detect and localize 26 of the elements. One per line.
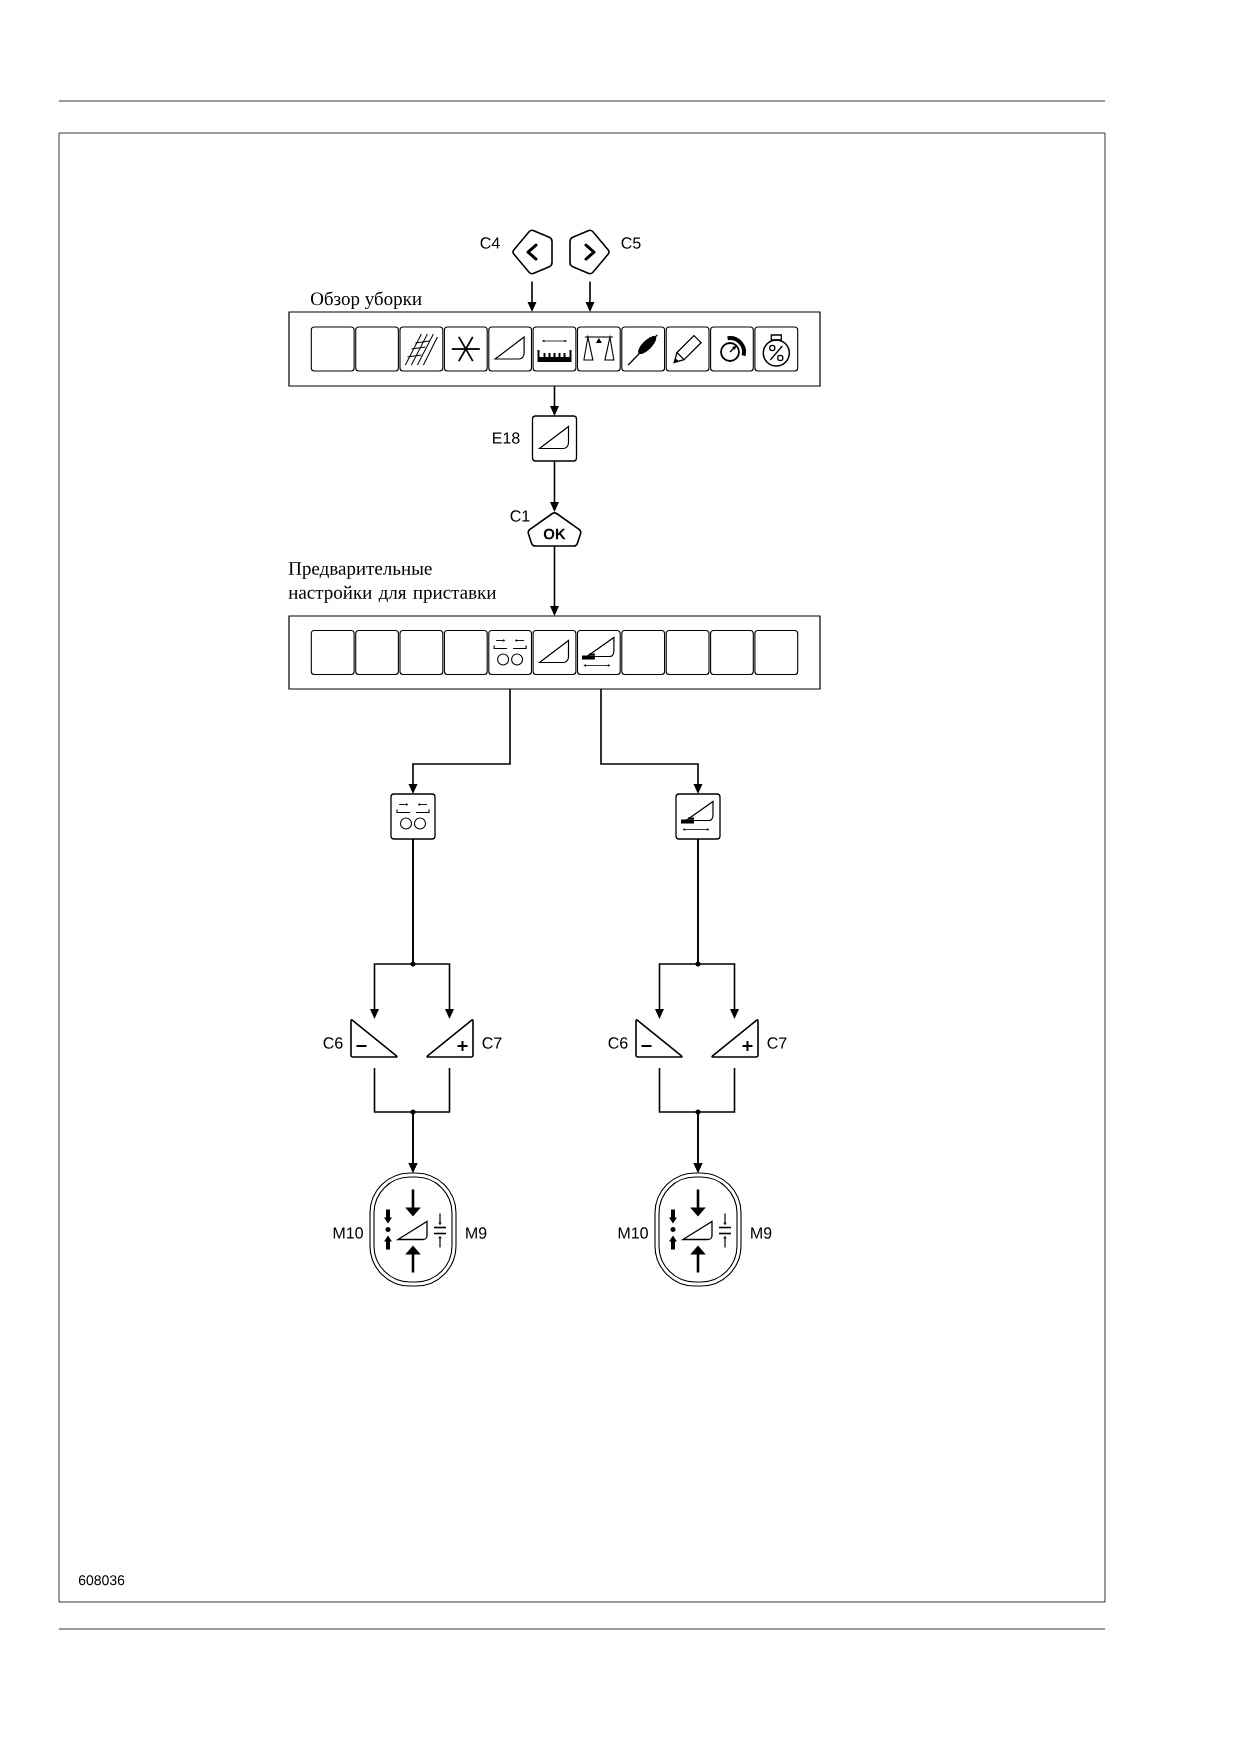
button-label: M9 bbox=[751, 1227, 772, 1239]
arrow bbox=[600, 688, 703, 794]
button-label: M10 bbox=[618, 1227, 648, 1239]
panel-title: Обзор уборки bbox=[311, 291, 422, 310]
button-label: C7 bbox=[482, 1037, 502, 1049]
arrow bbox=[408, 688, 511, 794]
arrow bbox=[550, 385, 559, 416]
button-label: C1 bbox=[510, 510, 530, 522]
arrow bbox=[697, 838, 739, 1019]
arrow bbox=[408, 1067, 451, 1173]
panel-title: Предварительные настройки для приставки bbox=[288, 562, 497, 603]
arrow bbox=[550, 460, 559, 512]
figure-number: 608036 bbox=[78, 1575, 125, 1586]
button-label: M9 bbox=[466, 1227, 487, 1239]
button-label: C4 bbox=[480, 237, 500, 249]
arrow bbox=[527, 280, 537, 312]
button-label: C5 bbox=[621, 237, 641, 249]
button-label: C7 bbox=[767, 1037, 787, 1049]
arrow bbox=[693, 1067, 736, 1173]
arrow bbox=[585, 280, 595, 312]
button-label: C6 bbox=[608, 1037, 628, 1049]
arrow bbox=[412, 838, 454, 1019]
button-label: C6 bbox=[323, 1037, 343, 1049]
arrow bbox=[550, 545, 559, 616]
button-label: E18 bbox=[493, 432, 520, 444]
button-label: M10 bbox=[333, 1227, 363, 1239]
